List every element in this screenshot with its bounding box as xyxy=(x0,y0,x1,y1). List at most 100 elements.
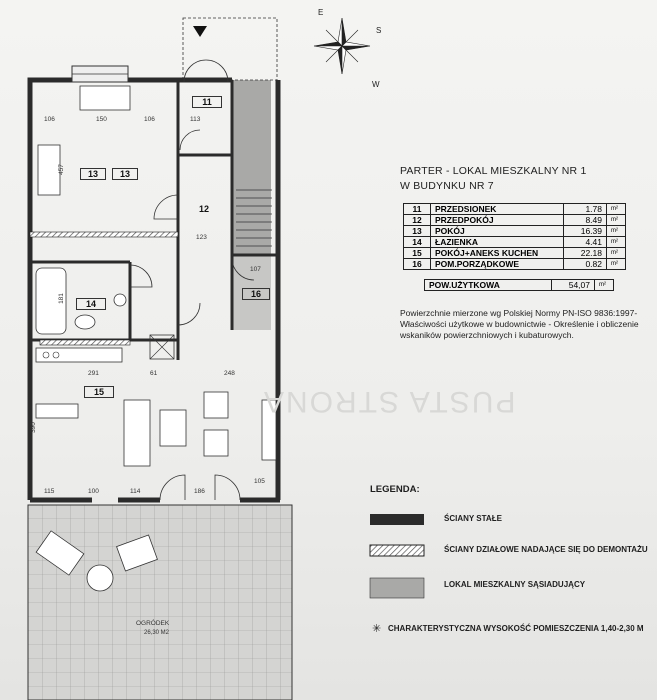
dim-label: 114 xyxy=(130,488,141,495)
armchair xyxy=(203,429,229,457)
room-nr: 14 xyxy=(403,236,431,248)
dim-label: 61 xyxy=(150,370,158,377)
plan-subtitle: W BUDYNKU NR 7 xyxy=(400,180,494,192)
entrance-arrow xyxy=(193,26,207,37)
room-unit: m² xyxy=(606,258,626,270)
room-label: 11 xyxy=(192,96,222,108)
dim-label: 123 xyxy=(196,234,207,241)
room-area: 22.18 xyxy=(563,247,607,259)
table xyxy=(35,403,79,419)
dim-label: 291 xyxy=(88,370,99,377)
room-nr: 16 xyxy=(403,258,431,270)
legend-swatch-hatched xyxy=(369,544,425,557)
room-label: 12 xyxy=(198,204,209,214)
room-area: 4.41 xyxy=(563,236,607,248)
legend-label: ŚCIANY STAŁE xyxy=(444,514,502,523)
legend-swatch-grey xyxy=(369,577,425,599)
dim-label: 181 xyxy=(57,293,65,304)
hatched-wall xyxy=(29,231,179,238)
dim-label: 107 xyxy=(250,266,261,273)
room-nr: 11 xyxy=(403,203,431,215)
plan-title: PARTER - LOKAL MIESZKALNY NR 1 xyxy=(400,165,587,177)
room-nr: 13 xyxy=(403,225,431,237)
room-name: PRZEDSIONEK xyxy=(430,203,564,215)
bed xyxy=(37,144,61,196)
room-name: POM.PORZĄDKOWE xyxy=(430,258,564,270)
bed xyxy=(79,85,131,111)
legend-label: ŚCIANY DZIAŁOWE NADAJĄCE SIĘ DO DEMONTAŻ… xyxy=(444,545,648,554)
coffee-table xyxy=(159,409,187,447)
dim-label: 105 xyxy=(254,478,265,485)
total-label: POW.UŻYTKOWA xyxy=(424,279,552,291)
bathtub xyxy=(35,267,67,335)
dim-label: 457 xyxy=(57,164,65,175)
room-area: 0.82 xyxy=(563,258,607,270)
compass-letter-e: E xyxy=(318,8,324,17)
total-value: 54,07 xyxy=(551,279,595,291)
room-area: 16.39 xyxy=(563,225,607,237)
dim-label: 115 xyxy=(44,488,55,495)
washbasin xyxy=(74,314,96,330)
room-unit: m² xyxy=(606,214,626,226)
armchair xyxy=(203,391,229,419)
dim-label: 113 xyxy=(190,116,201,123)
garden-label: OGRÓDEK xyxy=(136,620,170,627)
neighbour-strip-lower xyxy=(233,255,271,330)
room-label: 14 xyxy=(76,298,106,310)
room-name: ŁAZIENKA xyxy=(430,236,564,248)
total-row: POW.UŻYTKOWA 54,07 m² xyxy=(424,279,614,291)
outer-walls xyxy=(27,77,281,503)
room-area: 8.49 xyxy=(563,214,607,226)
room-label: 16 xyxy=(242,288,270,300)
room-nr: 12 xyxy=(403,214,431,226)
room-nr: 15 xyxy=(403,247,431,259)
room-unit: m² xyxy=(606,203,626,215)
garden-area: 26,30 M2 xyxy=(144,630,170,636)
dim-label: 390 xyxy=(29,422,37,433)
room-label: 15 xyxy=(84,386,114,398)
legend-title: LEGENDA: xyxy=(370,484,420,495)
kitchen-counter xyxy=(35,347,123,363)
compass-letter-s: S xyxy=(376,26,382,35)
measurement-note: Powierzchnie mierzone wg Polskiej Normy … xyxy=(400,308,639,340)
dim-label: 150 xyxy=(96,116,107,123)
stairs xyxy=(236,189,272,247)
room-area: 1.78 xyxy=(563,203,607,215)
terrace xyxy=(27,504,293,700)
cupboard xyxy=(261,399,277,461)
legend-swatch-solid xyxy=(370,514,424,525)
room-unit: m² xyxy=(606,236,626,248)
sofa xyxy=(123,399,151,467)
legend-label: LOKAL MIESZKALNY SĄSIADUJĄCY xyxy=(444,580,586,589)
hatched-wall xyxy=(39,339,131,346)
sun-lounger xyxy=(116,534,158,572)
room-unit: m² xyxy=(606,225,626,237)
compass-letter-w: W xyxy=(372,80,380,89)
room-name: POKÓJ xyxy=(430,225,564,237)
toilet xyxy=(113,293,127,307)
garden-table xyxy=(86,564,114,592)
room-label: 13 xyxy=(112,168,138,180)
cabinet xyxy=(149,334,175,360)
door-swings xyxy=(129,59,255,501)
dim-label: 248 xyxy=(224,370,235,377)
total-unit: m² xyxy=(594,279,614,291)
watermark: PUSTA STRONA xyxy=(262,385,516,418)
dim-label: 106 xyxy=(44,116,55,123)
room-name: POKÓJ+ANEKS KUCHEN xyxy=(430,247,564,259)
asterisk-icon: ✳ xyxy=(372,623,382,635)
compass xyxy=(313,17,371,75)
dim-label: 186 xyxy=(194,488,205,495)
height-footnote: CHARAKTERYSTYCZNA WYSOKOŚĆ POMIESZCZENIA… xyxy=(388,624,644,633)
room-unit: m² xyxy=(606,247,626,259)
dim-label: 100 xyxy=(88,488,99,495)
